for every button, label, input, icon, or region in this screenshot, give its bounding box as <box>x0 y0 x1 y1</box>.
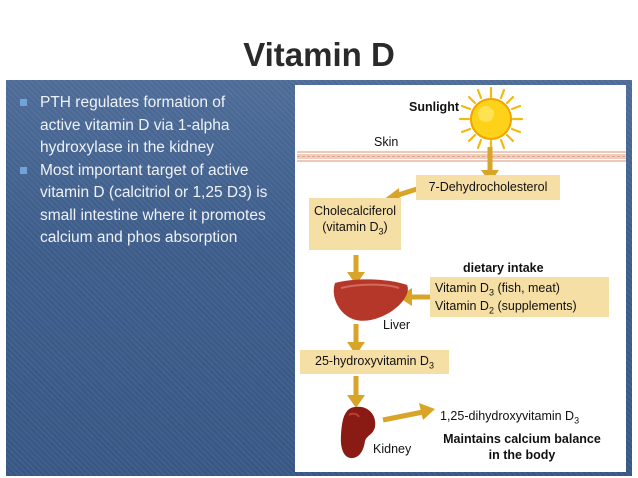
bullet-list: PTH regulates formation of active vitami… <box>14 92 294 250</box>
arrow-kidney-to-125 <box>382 409 424 423</box>
kidney-label: Kidney <box>373 442 412 456</box>
bullet-item: PTH regulates formation of active vitami… <box>14 92 240 160</box>
slide-title: Vitamin D <box>243 36 395 73</box>
bullet-square-icon <box>20 99 27 106</box>
dihydroxyvitamin-d3-label: 1,25-dihydroxyvitamin D3 <box>440 409 580 426</box>
dehydrocholesterol-box: 7-Dehydrocholesterol <box>416 175 560 200</box>
cholecalciferol-box: Cholecalciferol (vitamin D3) <box>309 198 401 250</box>
dietary-sources-box: Vitamin D3 (fish, meat) Vitamin D2 (supp… <box>430 277 609 317</box>
liver-icon <box>333 279 408 321</box>
liver-label: Liver <box>383 318 411 332</box>
vitamin-d3-source: Vitamin D3 (fish, meat) <box>435 281 560 298</box>
cholecalciferol-label: Cholecalciferol <box>314 204 396 218</box>
bullet-item: Most important target of active vitamin … <box>14 160 288 250</box>
vitamin-d2-source: Vitamin D2 (supplements) <box>435 298 577 316</box>
calcium-balance-label: Maintains calcium balance in the body <box>443 432 601 462</box>
cholecalciferol-sub-label: (vitamin D3) <box>322 220 388 237</box>
skin-label: Skin <box>374 135 399 149</box>
sun-icon <box>458 86 524 152</box>
bullet-square-icon <box>20 166 27 174</box>
bullet-text: PTH regulates formation of active vitami… <box>40 94 230 156</box>
dietary-intake-label: dietary intake <box>463 261 544 275</box>
sunlight-label: Sunlight <box>409 100 459 114</box>
kidney-icon <box>340 406 376 459</box>
hydroxyvitamin-d3-box: 25-hydroxyvitamin D3 <box>300 350 449 374</box>
vitamin-d-pathway-diagram: Sunlight Skin 7-Dehydrocholesterol Chole… <box>295 85 626 472</box>
skin-layer <box>297 151 626 162</box>
bullet-text: Most important target of active vitamin … <box>40 161 268 247</box>
